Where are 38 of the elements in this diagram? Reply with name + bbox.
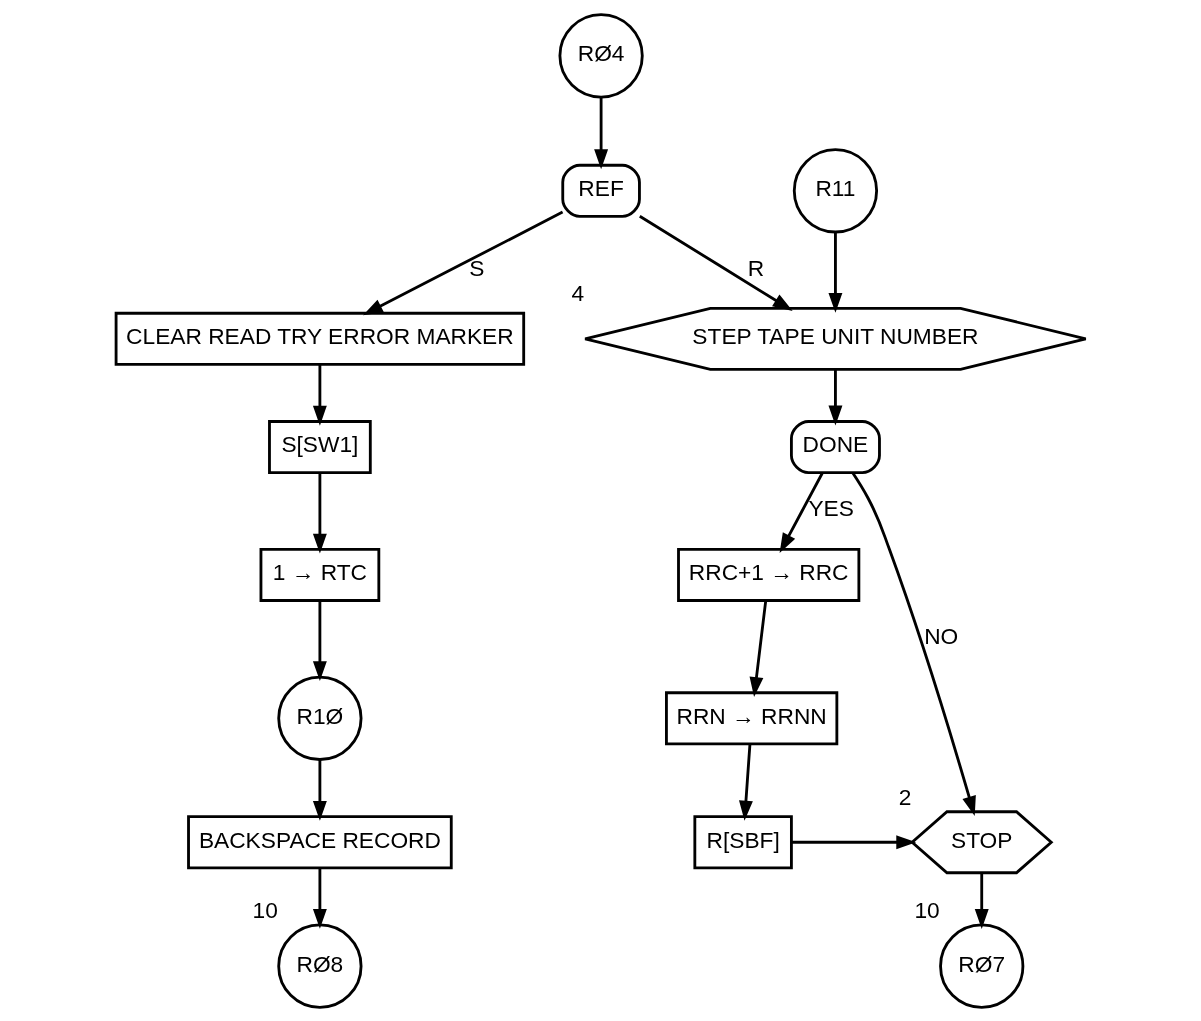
node-box: RRN → RRNN xyxy=(664,690,838,745)
arrow xyxy=(974,872,989,929)
node-box: 1 → RTC xyxy=(259,547,380,602)
node-label: 2 xyxy=(898,783,911,810)
arrow xyxy=(850,471,976,816)
node-box: RRC+1 → RRC xyxy=(676,547,860,602)
node-label: 10 xyxy=(913,896,940,923)
node-label: 10 xyxy=(252,896,278,923)
arrow xyxy=(749,600,767,697)
arrow xyxy=(827,368,842,425)
arrow xyxy=(738,743,753,821)
edge-label: YES xyxy=(807,494,854,521)
edge-label: R xyxy=(747,254,764,281)
node-circle: R11 xyxy=(792,147,878,233)
node-circle: RØ7 xyxy=(938,923,1024,1009)
edge-label: NO xyxy=(923,622,958,649)
arrow xyxy=(312,759,327,821)
node-circle: R1Ø xyxy=(276,675,362,761)
node-box: S[SW1] xyxy=(267,419,372,474)
node-box: CLEAR READ TRY ERROR MARKER xyxy=(114,311,525,366)
arrow xyxy=(827,231,842,313)
node-box: DONE xyxy=(789,419,881,474)
arrow xyxy=(312,600,327,681)
node-circle: RØ8 xyxy=(276,923,362,1009)
arrow xyxy=(791,834,916,849)
node-box: R[SBF] xyxy=(692,814,793,869)
node-label: 4 xyxy=(571,279,584,306)
arrow xyxy=(779,472,823,553)
edge-label: S xyxy=(468,254,484,281)
arrow xyxy=(362,210,563,315)
node-box: BACKSPACE RECORD xyxy=(186,814,453,869)
arrow xyxy=(593,96,608,169)
node-box: REF xyxy=(560,163,641,218)
node-circle: RØ4 xyxy=(558,12,644,98)
arrow xyxy=(312,364,327,426)
arrow xyxy=(312,472,327,554)
arrow xyxy=(638,214,793,311)
arrow xyxy=(312,867,327,929)
